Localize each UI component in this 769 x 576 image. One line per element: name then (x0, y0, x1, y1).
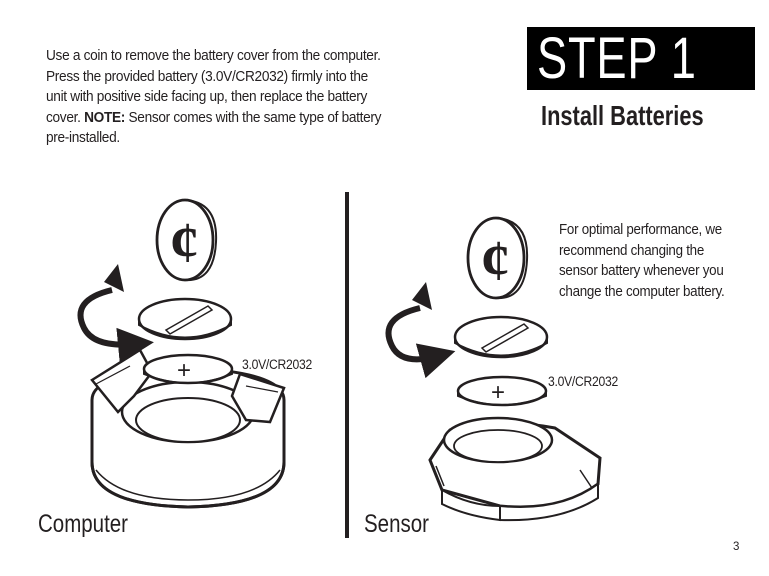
page-number: 3 (733, 541, 740, 553)
sensor-coin-symbol: ¢ (481, 228, 510, 293)
computer-right-clip (230, 372, 286, 424)
sensor-battery-label: 3.0V/CR2032 (548, 374, 618, 389)
step-title: STEP 1 (537, 26, 697, 91)
computer-caption: Computer (38, 510, 129, 538)
computer-battery-plus: + (177, 357, 191, 384)
note-label: NOTE: (84, 108, 126, 126)
sensor-note: For optimal performance, we recommend ch… (559, 221, 725, 300)
sensor-rotate-arrow (385, 305, 456, 379)
computer-rotate-arrow (77, 287, 154, 364)
computer-battery-label: 3.0V/CR2032 (242, 357, 312, 372)
section-divider (345, 192, 349, 538)
step-title-box: STEP 1 (527, 26, 755, 91)
sensor-caption: Sensor (364, 510, 429, 538)
computer-illustration (77, 198, 286, 509)
intro-paragraph: Use a coin to remove the battery cover f… (46, 46, 388, 149)
step-subtitle: Install Batteries (541, 100, 704, 131)
computer-coin-symbol: ¢ (170, 210, 199, 275)
intro-text-before: Use a coin to remove the battery cover f… (46, 47, 381, 126)
intro-text-after: Sensor comes with the same type of batte… (46, 108, 382, 147)
sensor-illustration (385, 216, 602, 522)
sensor-battery-plus: + (491, 379, 505, 406)
